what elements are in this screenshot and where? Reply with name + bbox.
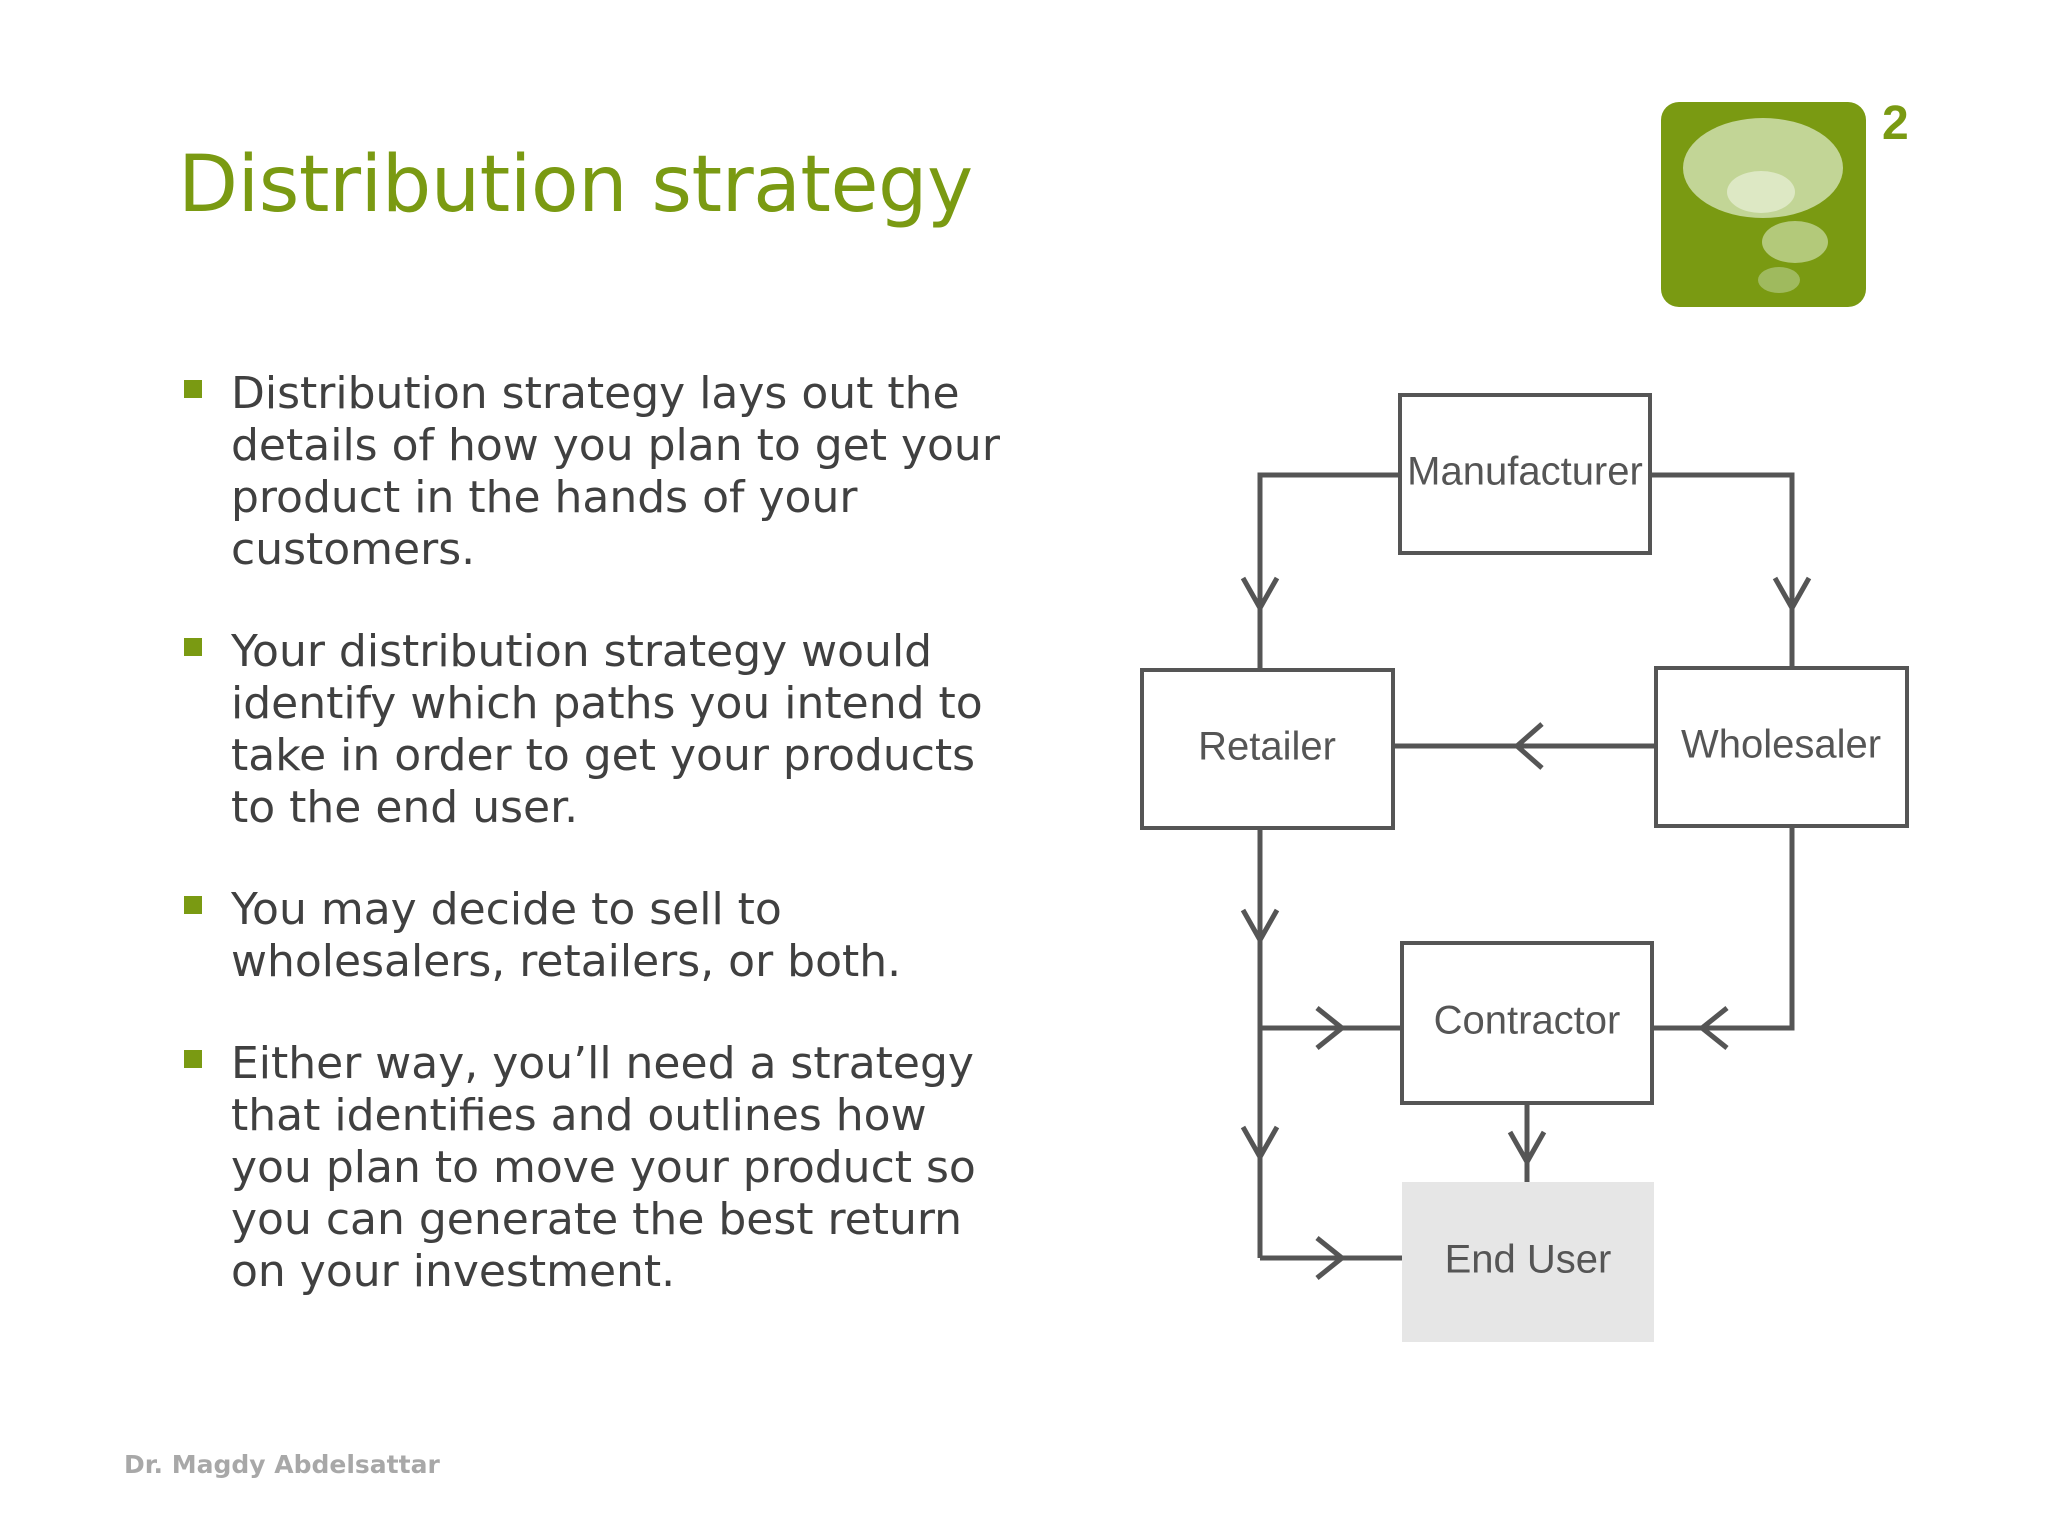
square-bullet-icon — [184, 638, 202, 656]
node-retailer-label: Retailer — [1198, 725, 1336, 769]
bullet-item: Either way, you’ll need a strategy that … — [184, 1038, 1004, 1298]
square-bullet-icon — [184, 380, 202, 398]
node-wholesaler: Wholesaler — [1654, 666, 1909, 828]
footer-author: Dr. Magdy Abdelsattar — [124, 1450, 440, 1479]
node-end-user: End User — [1402, 1182, 1654, 1342]
bullet-list: Distribution strategy lays out the detai… — [184, 368, 1004, 1348]
edge-manufacturer-retailer — [1257, 472, 1400, 670]
bullet-item: Your distribution strategy would identif… — [184, 626, 1004, 834]
bullet-text: You may decide to sell to wholesalers, r… — [231, 884, 902, 987]
node-manufacturer-label: Manufacturer — [1407, 450, 1643, 494]
edge-wholesaler-contractor — [1652, 823, 1795, 1031]
square-bullet-icon — [184, 896, 202, 914]
node-contractor: Contractor — [1400, 941, 1654, 1105]
distribution-channel-diagram: Manufacturer Retailer Wholesaler Contrac… — [1130, 380, 1930, 1350]
square-bullet-icon — [184, 1050, 202, 1068]
bullet-text: Your distribution strategy would identif… — [231, 626, 983, 833]
arrowhead-enduser-down — [1240, 1125, 1280, 1163]
node-retailer: Retailer — [1140, 668, 1395, 830]
slide-title: Distribution strategy — [178, 140, 973, 230]
thought-bubble-icon — [1661, 102, 1866, 307]
node-contractor-label: Contractor — [1434, 999, 1621, 1043]
node-wholesaler-label: Wholesaler — [1681, 723, 1881, 767]
node-manufacturer: Manufacturer — [1398, 393, 1652, 555]
bullet-item: Distribution strategy lays out the detai… — [184, 368, 1004, 576]
bullet-item: You may decide to sell to wholesalers, r… — [184, 884, 1004, 988]
bullet-text: Either way, you’ll need a strategy that … — [231, 1038, 976, 1297]
arrowhead-retailer-down — [1240, 908, 1280, 946]
edge-manufacturer-wholesaler — [1649, 472, 1795, 670]
node-end-user-label: End User — [1445, 1238, 1612, 1282]
arrowhead-enduser-top — [1507, 1130, 1547, 1168]
arrowhead-contractor-right — [1697, 1006, 1729, 1050]
arrowhead-retailer-in — [1240, 576, 1280, 614]
arrowhead-contractor-left — [1315, 1006, 1347, 1050]
page-number: 2 — [1882, 97, 1909, 150]
arrowhead-retailer-side — [1513, 722, 1544, 770]
arrowhead-enduser-left — [1315, 1236, 1347, 1280]
bullet-text: Distribution strategy lays out the detai… — [231, 368, 1000, 575]
arrowhead-wholesaler-in — [1772, 576, 1812, 614]
